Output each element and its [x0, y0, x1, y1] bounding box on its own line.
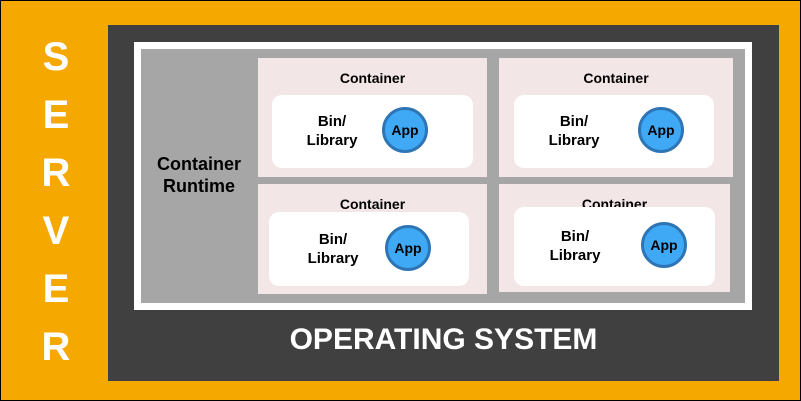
app-circle: App: [638, 107, 684, 153]
container-1: Container Bin/ Library App: [258, 58, 487, 177]
bin-library-label: Bin/ Library: [549, 228, 601, 264]
server-letter: E: [42, 93, 70, 137]
container-inner-box: Bin/ Library App: [514, 95, 714, 168]
bin-library-label: Bin/ Library: [548, 113, 600, 149]
app-circle: App: [382, 107, 428, 153]
server-letter: R: [41, 151, 71, 195]
server-letter: R: [41, 325, 71, 369]
container-title: Container: [339, 70, 406, 86]
bin-library-label: Bin/ Library: [307, 231, 359, 267]
container-inner-box: Bin/ Library App: [514, 207, 715, 286]
container-runtime-label: Container Runtime: [156, 154, 241, 196]
server-letter: S: [42, 35, 70, 79]
server-letter: V: [42, 209, 70, 253]
server-label: S E R V E R: [31, 37, 81, 367]
container-inner-box: Bin/ Library App: [272, 95, 473, 168]
bin-library-label: Bin/ Library: [306, 113, 358, 149]
container-inner-box: Bin/ Library App: [269, 212, 469, 286]
container-2: Container Bin/ Library App: [499, 58, 733, 177]
operating-system-label: OPERATING SYSTEM: [289, 323, 598, 356]
container-4: Container Bin/ Library App: [499, 184, 730, 292]
container-title: Container: [583, 70, 649, 86]
container-title: Container: [339, 196, 406, 212]
app-circle: App: [385, 225, 431, 271]
container-3: Container Bin/ Library App: [258, 184, 487, 294]
app-circle: App: [641, 222, 687, 268]
server-letter: E: [42, 267, 70, 311]
